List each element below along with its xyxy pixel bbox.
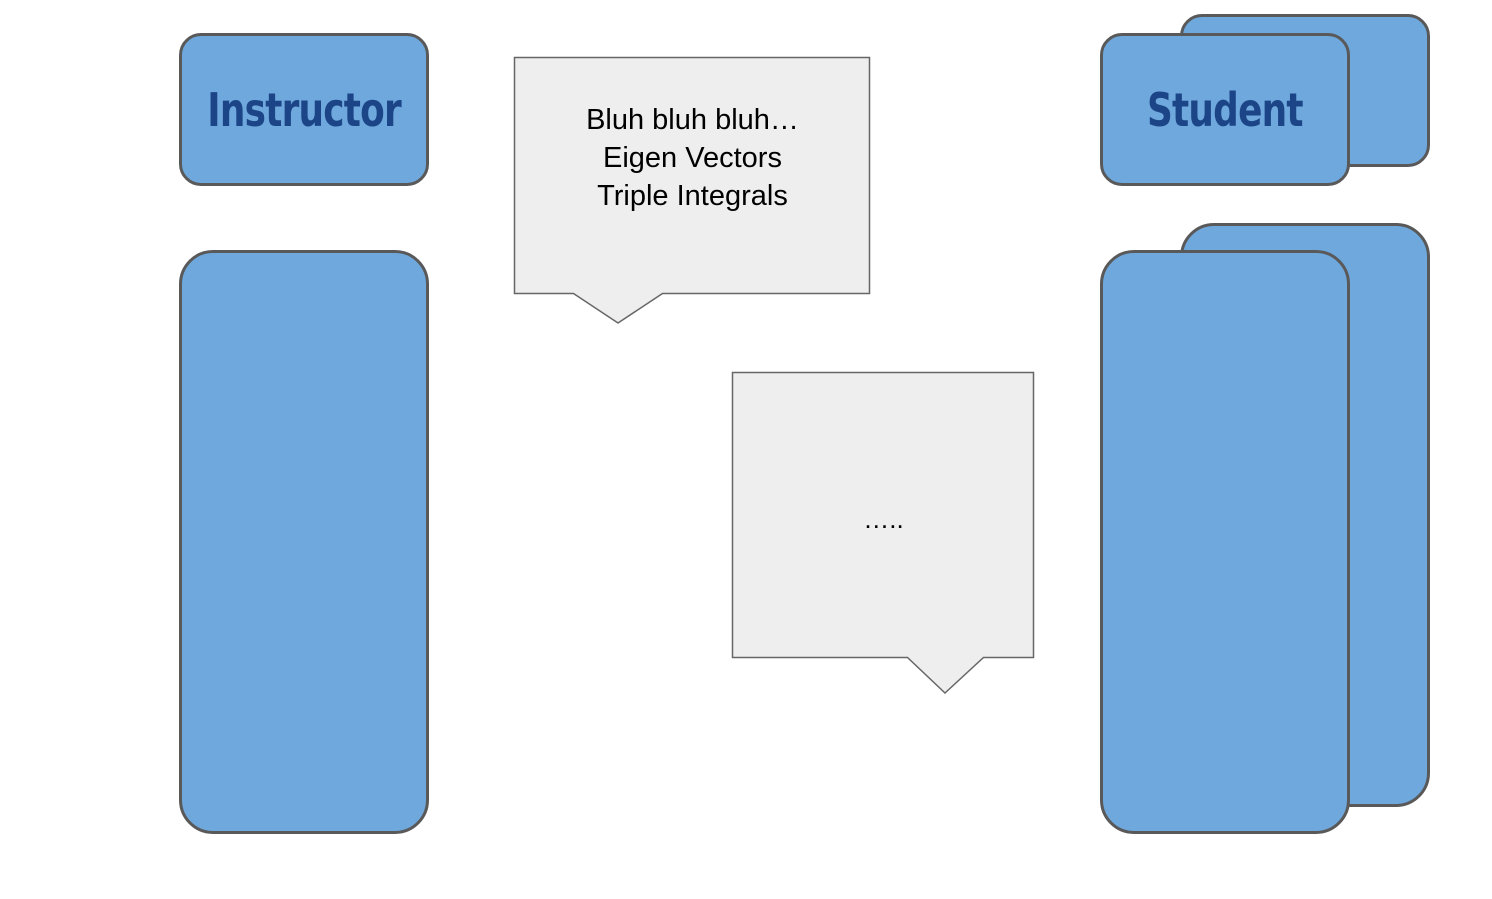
student-body-box xyxy=(1100,250,1350,834)
speech-bubble-instructor-text: Bluh bluh bluh… Eigen Vectors Triple Int… xyxy=(514,101,871,215)
speech-bubble-student: ….. xyxy=(731,371,1035,696)
speech-bubble-instructor-shape xyxy=(513,56,871,324)
student-label: Student xyxy=(1147,82,1304,137)
student-label-box: Student xyxy=(1100,33,1350,186)
bubble-line-2: Eigen Vectors xyxy=(603,142,782,174)
instructor-label-box: Instructor xyxy=(179,33,429,186)
speech-bubble-student-shape xyxy=(731,371,1035,695)
speech-bubble-instructor: Bluh bluh bluh… Eigen Vectors Triple Int… xyxy=(513,56,871,325)
bubble-line-1: Bluh bluh bluh… xyxy=(586,104,799,136)
instructor-label: Instructor xyxy=(207,82,401,137)
bubble-ellipsis: ….. xyxy=(863,504,904,534)
bubble-line-3: Triple Integrals xyxy=(597,180,788,212)
speech-bubble-student-text: ….. xyxy=(732,500,1035,538)
instructor-body-box xyxy=(179,250,429,834)
